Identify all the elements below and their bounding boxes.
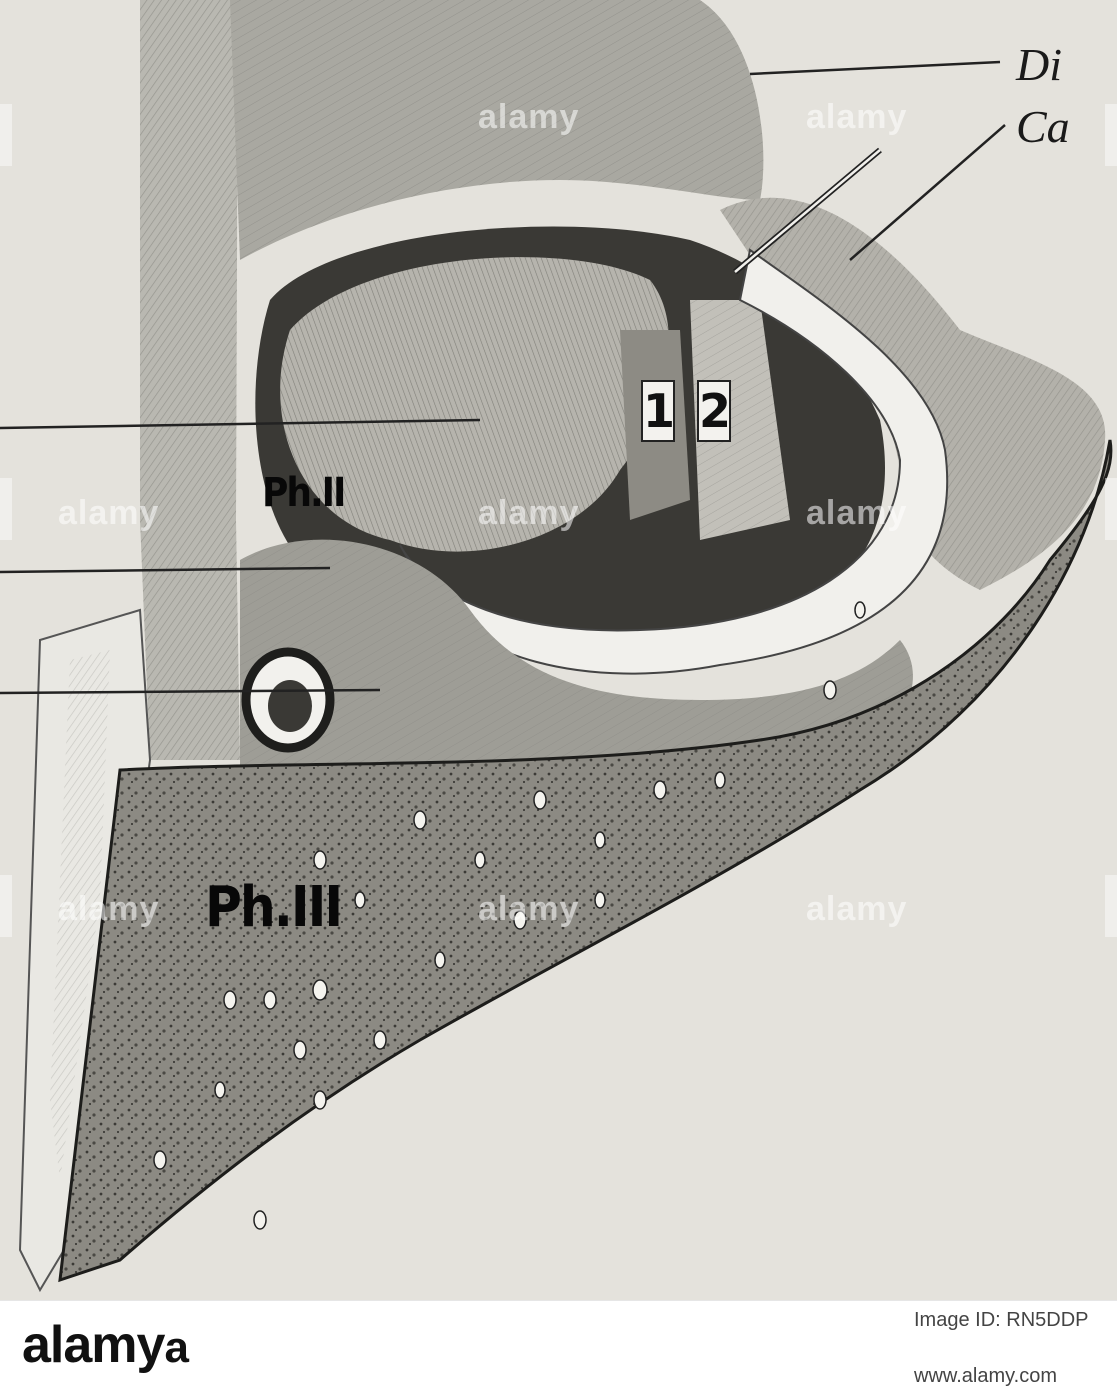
label-ph-ii: Ph.II: [262, 470, 346, 516]
image-id-label: Image ID: RN5DDP: [914, 1309, 1089, 1331]
anatomical-plate: Ph.II Ph.III 1 2 Di Ca alamy alamy alamy…: [0, 0, 1117, 1300]
watermark: alamy: [478, 890, 580, 928]
label-right-top: Di: [1016, 39, 1062, 90]
marker-1: 1: [641, 380, 675, 442]
watermark-edge: [1105, 478, 1117, 540]
footer-bar: [254, 1301, 896, 1390]
stock-footer: alamya Image ID: RN5DDP www.alamy.com: [0, 1300, 1117, 1390]
watermark: alamy: [478, 494, 580, 532]
watermark: alamy: [806, 494, 908, 532]
marker-2: 2: [697, 380, 731, 442]
watermark: alamy: [58, 890, 160, 928]
label-right-second: Ca: [1016, 101, 1070, 152]
watermark: alamy: [58, 494, 160, 532]
label-ph-iii: Ph.III: [205, 875, 343, 940]
watermark: alamy: [806, 98, 908, 136]
watermark-edge: [0, 478, 12, 540]
watermark-edge: [0, 875, 12, 937]
brand-suffix: a: [164, 1323, 189, 1372]
bone-pores: [153, 601, 866, 1230]
third-phalanx: [60, 440, 1111, 1280]
watermark-edge: [1105, 104, 1117, 166]
leader-lines: [0, 60, 1006, 695]
watermark-edge: [1105, 875, 1117, 937]
watermark: alamy: [478, 98, 580, 136]
site-url[interactable]: www.alamy.com: [914, 1365, 1057, 1387]
brand-logo[interactable]: alamya: [22, 1315, 189, 1375]
watermark-edge: [0, 104, 12, 166]
brand-name: alamy: [22, 1316, 165, 1374]
hoof-illustration: [0, 0, 1113, 1293]
watermark: alamy: [806, 890, 908, 928]
